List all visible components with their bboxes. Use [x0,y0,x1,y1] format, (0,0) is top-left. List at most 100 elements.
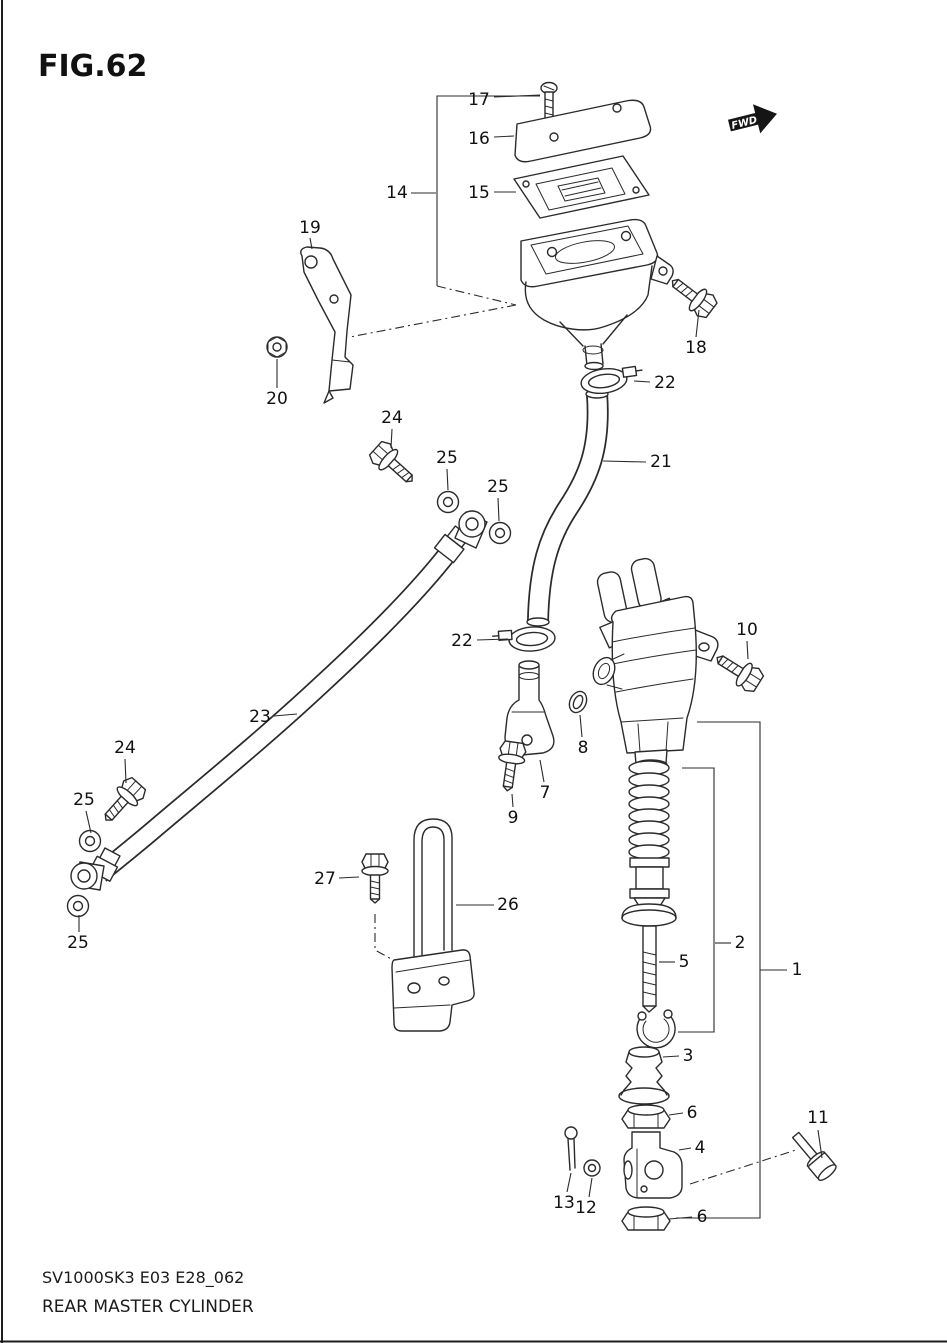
reservoir-hose-drawing [526,389,609,627]
part-callouts-layer: 1716151419201822212425252210879232425252… [67,90,829,1227]
locknut-lower-drawing [621,1206,671,1231]
reservoir-body-drawing [520,218,674,371]
connector-bolt-drawing [493,739,528,794]
part-number-label: 16 [468,129,490,149]
part-number-label: 9 [508,808,519,828]
callout-leader-line [446,468,449,491]
callout-leader-line [817,1129,823,1159]
part-callout-26: 26 [456,895,519,915]
part-callout-7: 7 [539,759,551,803]
part-number-label: 25 [436,448,458,468]
callout-leader-line [497,497,500,522]
part-callout-5: 5 [659,952,689,972]
hose-lower-banjo-eye-drawing [70,861,105,891]
part-number-label: 21 [650,452,672,472]
part-callout-23: 23 [249,707,298,727]
callout-leader-line [579,714,583,738]
brake-hose-drawing [93,541,460,882]
callout-leader-line [124,758,127,784]
part-callout-18: 18 [685,309,707,358]
part-number-label: 11 [807,1108,829,1128]
part-callout-6: 6 [668,1103,698,1123]
fwd-label: FWD [730,115,758,132]
hose-joint-connector-drawing [504,660,555,756]
part-callout-4: 4 [678,1138,706,1158]
part-callout-24: 24 [114,738,136,784]
part-callout-19: 19 [299,218,321,250]
part-number-label: 4 [695,1138,706,1158]
part-number-label: 22 [654,373,676,393]
part-number-label: 18 [685,338,707,358]
sealing-washer-drawing [66,894,90,918]
callout-leader-line [493,94,541,98]
part-number-label: 8 [578,738,589,758]
clevis-pin-bolt-drawing [791,1131,837,1181]
callout-leader-line [539,759,545,783]
union-bolt-upper-drawing [366,437,422,492]
callout-leader-line [662,1055,680,1058]
hose-upper-banjo-eye-drawing [454,510,488,549]
part-number-label: 10 [736,620,758,640]
sealing-washer-drawing [78,829,102,853]
callout-leader-line [85,810,92,834]
part-callout-17: 17 [468,90,541,110]
reservoir-stay-bracket-drawing [391,818,475,1032]
part-number-label: 7 [540,783,551,803]
figure-title: FIG.62 [38,49,147,84]
callout-leader-line [602,460,647,463]
sealing-washer-drawing [436,490,460,514]
part-number-label: 25 [73,790,95,810]
part-callout-20: 20 [266,359,288,409]
part-number-label: 24 [381,408,403,428]
assembly-reference-lines [349,285,797,1185]
part-number-label: 13 [553,1193,575,1213]
part-callout-22: 22 [633,373,676,393]
part-number-label: 12 [575,1198,597,1218]
callout-leader-line [273,713,298,717]
callout-leader-line [668,1216,693,1220]
push-rod-drawing [621,903,677,1013]
callout-leader-line [633,380,651,383]
reservoir-cap-drawing [514,99,652,163]
part-callout-2: 2 [715,933,745,953]
part-callout-13: 13 [553,1172,575,1213]
part-callout-3: 3 [662,1046,693,1066]
part-number-label: 5 [679,952,690,972]
part-callout-25: 25 [436,448,458,491]
callout-leader-line [338,876,360,879]
part-number-label: 6 [687,1103,698,1123]
callout-leader-line [668,1112,684,1116]
part-number-label: 23 [249,707,271,727]
part-callout-10: 10 [736,620,758,660]
callout-leader-line [476,638,509,641]
part-number-label: 20 [266,389,288,409]
part-callout-24: 24 [381,408,403,449]
part-callout-16: 16 [468,129,515,149]
part-number-label: 25 [487,477,509,497]
piston-spring-drawing [628,760,670,860]
reservoir-diaphragm-plate-drawing [513,155,650,219]
part-number-label: 6 [697,1207,708,1227]
footer-figure-name: REAR MASTER CYLINDER [42,1297,254,1317]
part-callout-1: 1 [760,960,802,980]
callout-leader-line [588,1177,593,1198]
part-number-label: 14 [386,183,408,203]
part-number-label: 22 [451,631,473,651]
footer-code: SV1000SK3 E03 E28_062 [42,1268,244,1288]
callout-leader-line [678,1147,692,1151]
part-callout-8: 8 [578,714,589,758]
clevis-drawing [623,1131,683,1199]
union-bolt-lower-drawing [95,774,150,830]
callout-leader-line [309,237,313,250]
mounting-bolt-drawing [709,645,767,696]
part-callout-11: 11 [807,1108,829,1159]
callout-leader-line [746,640,749,660]
fwd-arrow-shape [727,104,777,134]
callout-leader-line [493,135,515,138]
reservoir-bolt-drawing [663,269,721,322]
stay-bolt-drawing [361,853,389,904]
part-number-label: 24 [114,738,136,758]
part-number-label: 1 [792,960,803,980]
part-number-label: 19 [299,218,321,238]
